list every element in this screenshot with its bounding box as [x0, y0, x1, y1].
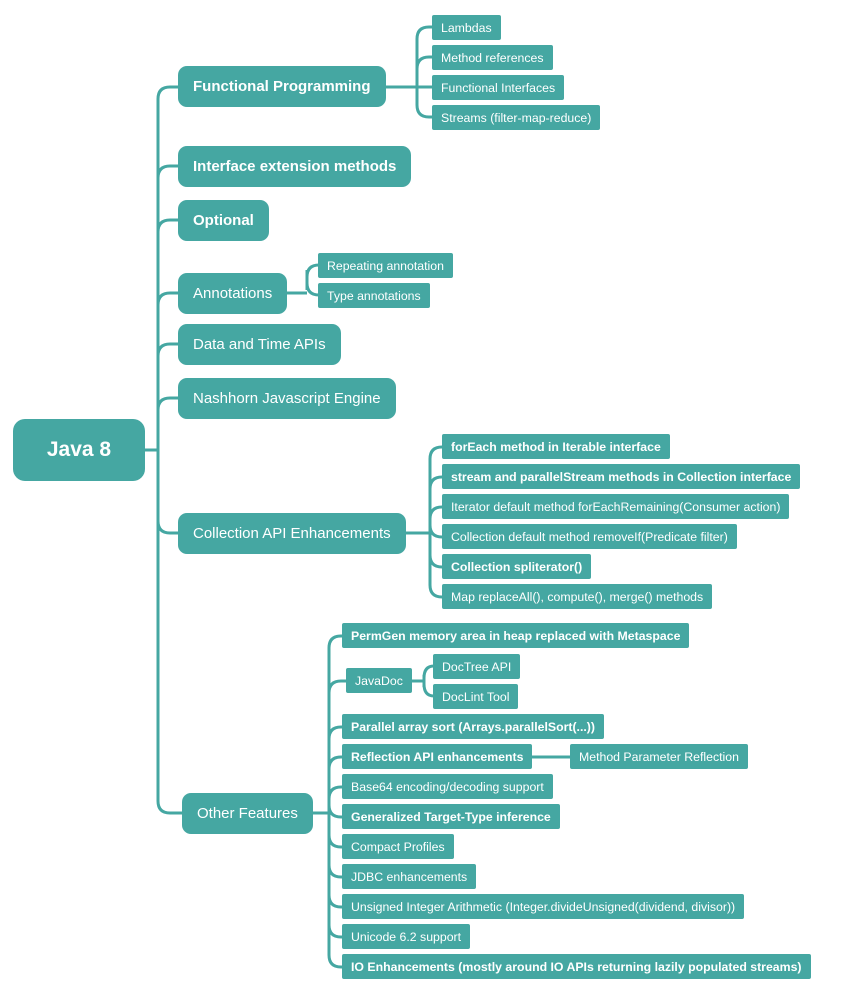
connector-collection-api	[395, 445, 444, 599]
node-type-annotations[interactable]: Type annotations	[318, 283, 430, 308]
node-functional-interfaces[interactable]: Functional Interfaces	[432, 75, 565, 100]
node-map-methods[interactable]: Map replaceAll(), compute(), merge() met…	[442, 584, 713, 609]
node-collection-api-enhancements[interactable]: Collection API Enhancements	[178, 513, 406, 554]
node-permgen-metaspace[interactable]: PermGen memory area in heap replaced wit…	[342, 623, 690, 648]
node-iterator-foreachremaining[interactable]: Iterator default method forEachRemaining…	[442, 494, 790, 519]
node-java-8[interactable]: Java 8	[13, 419, 145, 481]
node-optional[interactable]: Optional	[178, 200, 269, 241]
node-stream-parallelstream[interactable]: stream and parallelStream methods in Col…	[442, 464, 801, 489]
node-unicode-62-support[interactable]: Unicode 6.2 support	[342, 924, 471, 949]
node-generalized-target-type[interactable]: Generalized Target-Type inference	[342, 804, 560, 829]
node-base64-support[interactable]: Base64 encoding/decoding support	[342, 774, 553, 799]
node-data-and-time-apis[interactable]: Data and Time APIs	[178, 324, 341, 365]
node-foreach-iterable[interactable]: forEach method in Iterable interface	[442, 434, 670, 459]
node-method-references[interactable]: Method references	[432, 45, 553, 70]
node-doclint-tool[interactable]: DocLint Tool	[433, 684, 519, 709]
node-io-enhancements[interactable]: IO Enhancements (mostly around IO APIs r…	[342, 954, 811, 979]
node-jdbc-enhancements[interactable]: JDBC enhancements	[342, 864, 477, 889]
node-compact-profiles[interactable]: Compact Profiles	[342, 834, 454, 859]
connector-annotations	[270, 263, 321, 297]
node-parallel-array-sort[interactable]: Parallel array sort (Arrays.parallelSort…	[342, 714, 604, 739]
connector-other-features	[300, 634, 347, 969]
node-collection-removeif[interactable]: Collection default method removeIf(Predi…	[442, 524, 737, 549]
node-nashhorn-javascript-engine[interactable]: Nashhorn Javascript Engine	[178, 378, 396, 419]
node-doctree-api[interactable]: DocTree API	[433, 654, 521, 679]
node-collection-spliterator[interactable]: Collection spliterator()	[442, 554, 592, 579]
node-javadoc[interactable]: JavaDoc	[346, 668, 412, 693]
node-lambdas[interactable]: Lambdas	[432, 15, 501, 40]
node-other-features[interactable]: Other Features	[182, 793, 313, 834]
node-unsigned-integer-arithmetic[interactable]: Unsigned Integer Arithmetic (Integer.div…	[342, 894, 745, 919]
connector-main-trunk	[140, 85, 184, 815]
connector-javadoc	[400, 664, 436, 698]
node-functional-programming[interactable]: Functional Programming	[178, 66, 386, 107]
connector-functional-programming	[380, 25, 434, 119]
node-interface-extension-methods[interactable]: Interface extension methods	[178, 146, 412, 187]
node-reflection-api-enhancements[interactable]: Reflection API enhancements	[342, 744, 533, 769]
node-annotations[interactable]: Annotations	[178, 273, 288, 314]
node-streams[interactable]: Streams (filter-map-reduce)	[432, 105, 601, 130]
node-method-parameter-reflection[interactable]: Method Parameter Reflection	[570, 744, 748, 769]
node-repeating-annotation[interactable]: Repeating annotation	[318, 253, 453, 278]
